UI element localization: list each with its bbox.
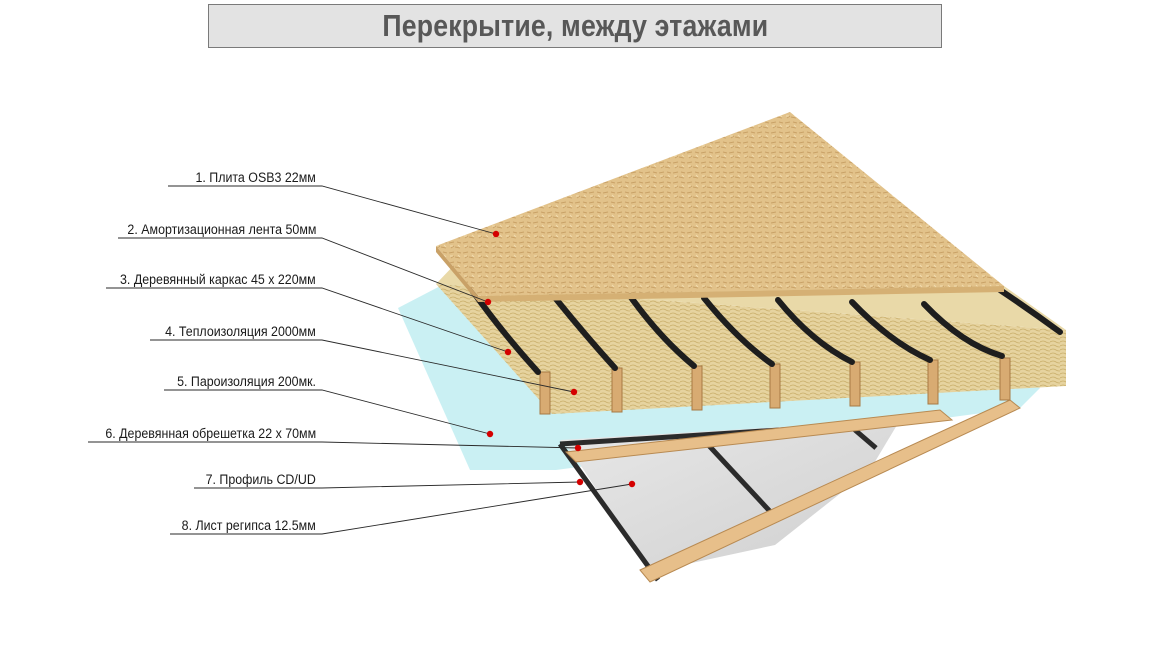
label-wood-frame: 3. Деревянный каркас 45 х 220мм — [120, 272, 316, 287]
marker-osb — [492, 230, 500, 238]
label-metal-profile: 7. Профиль CD/UD — [205, 472, 316, 487]
layer-markers — [484, 230, 636, 488]
page-title: Перекрытие, между этажами — [382, 8, 768, 43]
marker-frame — [504, 348, 512, 356]
label-vapor-barrier: 5. Пароизоляция 200мк. — [177, 374, 316, 389]
wood-battens-shape — [564, 399, 1021, 583]
marker-profile — [576, 478, 584, 486]
label-wood-battens: 6. Деревянная обрешетка 22 х 70мм — [105, 426, 316, 441]
label-insulation: 4. Теплоизоляция 2000мм — [165, 324, 316, 339]
label-osb: 1. Плита OSB3 22мм — [195, 170, 316, 185]
marker-tape — [484, 298, 492, 306]
title-banner: Перекрытие, между этажами — [208, 4, 942, 48]
label-drywall: 8. Лист регипса 12.5мм — [181, 518, 316, 533]
leader-lines — [88, 185, 633, 535]
marker-vapor — [486, 430, 494, 438]
drywall-sheet-shape — [560, 420, 900, 572]
label-damping-tape: 2. Амортизационная лента 50мм — [127, 222, 316, 237]
wood-joists — [539, 357, 1011, 415]
marker-insulation — [570, 388, 578, 396]
osb-slab — [436, 112, 1004, 302]
marker-drywall — [628, 480, 636, 488]
marker-battens — [574, 444, 582, 452]
